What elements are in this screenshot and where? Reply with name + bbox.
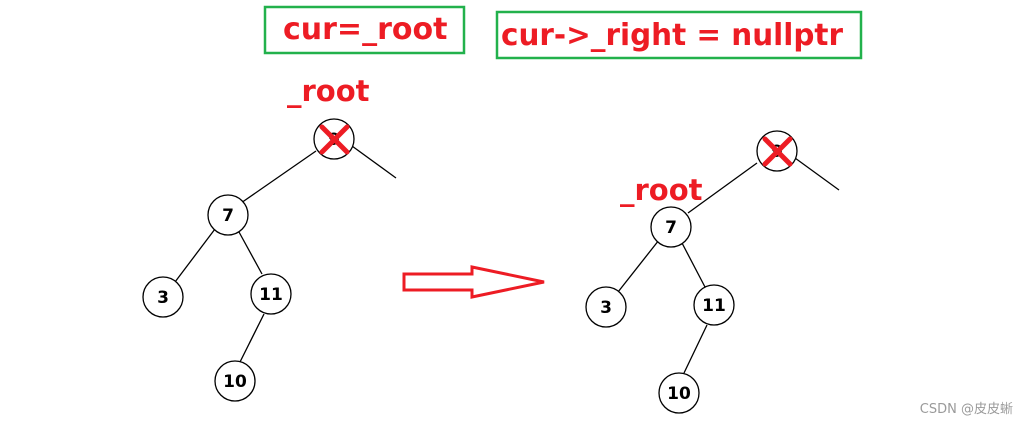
watermark-text: CSDN @皮皮蜥 xyxy=(920,402,1013,417)
node-11-before-value: 11 xyxy=(259,285,283,305)
node-10-before-value: 10 xyxy=(223,372,247,392)
caption-right: cur->_right = nullptr xyxy=(495,10,863,60)
caption-right-box xyxy=(495,10,863,60)
node-3-after-value: 3 xyxy=(600,298,612,318)
transition-arrow xyxy=(402,265,545,299)
node-11-before: 11 xyxy=(250,273,292,315)
edge-7-11-before xyxy=(238,231,263,275)
node-3-before-value: 3 xyxy=(157,288,169,308)
edge-7-3-after xyxy=(617,239,660,293)
caption-left: cur=_root xyxy=(263,5,466,55)
edge-7-11-after xyxy=(681,242,706,288)
caption-right-text: cur->_right = nullptr xyxy=(501,18,843,53)
node-10-before: 10 xyxy=(214,360,256,402)
node-root-after: 9 xyxy=(756,130,798,172)
node-11-after: 11 xyxy=(693,284,735,326)
tree-before: _root 9 7 3 11 10 xyxy=(142,74,397,402)
node-3-after: 3 xyxy=(585,286,627,328)
edge-root-7-before xyxy=(240,150,317,204)
node-10-after-value: 10 xyxy=(667,384,691,404)
node-10-after: 10 xyxy=(658,372,700,414)
caption-left-box xyxy=(263,5,466,55)
node-7-before-value: 7 xyxy=(222,206,234,226)
node-11-after-value: 11 xyxy=(702,296,726,316)
caption-left-text: cur=_root xyxy=(283,12,447,47)
edge-11-10-before xyxy=(239,313,265,363)
tree-after: 9 _root 7 3 11 10 xyxy=(585,130,840,414)
edge-7-3-before xyxy=(174,228,216,283)
node-root-before: 9 xyxy=(313,118,355,160)
root-label-before: _root xyxy=(287,74,370,108)
edge-root-right-after xyxy=(794,157,840,191)
node-7-after-value: 7 xyxy=(665,218,677,238)
node-7-after: 7 xyxy=(650,206,692,248)
edge-root-7-after xyxy=(687,162,758,214)
root-label-after: _root xyxy=(620,173,703,207)
node-7-before: 7 xyxy=(207,194,249,236)
node-3-before: 3 xyxy=(142,276,184,318)
edge-root-right-before xyxy=(351,145,397,179)
edge-11-10-after xyxy=(683,324,708,374)
